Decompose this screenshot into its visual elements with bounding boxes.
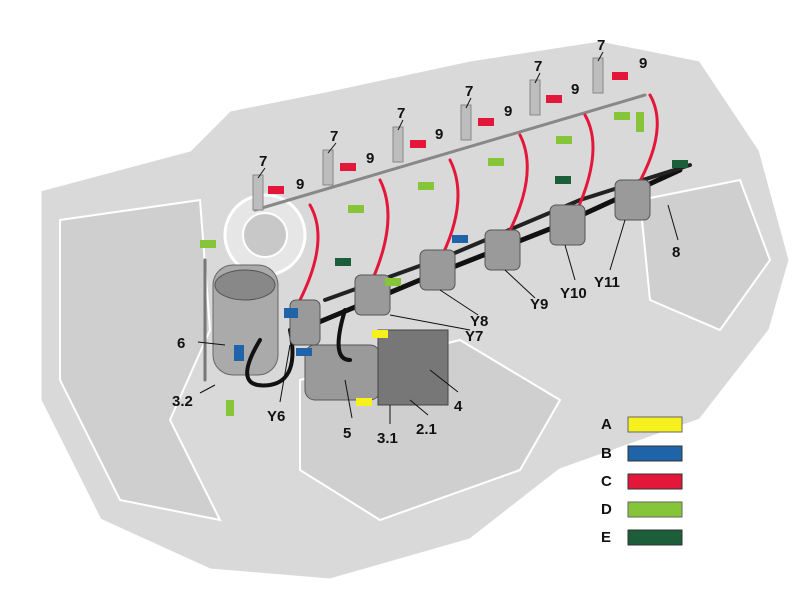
- high-pressure-pump: [304, 329, 449, 406]
- legend-key-c: C: [601, 473, 612, 490]
- callout-8: 8: [672, 244, 680, 261]
- callout-y7: Y7: [465, 328, 483, 345]
- callout-9: 9: [571, 81, 579, 98]
- legend-key-e: E: [601, 529, 611, 546]
- injector: [592, 57, 604, 94]
- callout-9: 9: [435, 126, 443, 143]
- callout-9: 9: [639, 55, 647, 72]
- leader-lines: [197, 51, 679, 424]
- callout-y6: Y6: [267, 408, 285, 425]
- injectors: [252, 57, 604, 211]
- callout-9: 9: [296, 176, 304, 193]
- legend-swatch-d: [627, 501, 683, 518]
- engine-block: [38, 38, 792, 582]
- callout-7: 7: [465, 83, 473, 100]
- callout-7: 7: [330, 128, 338, 145]
- callout-y8: Y8: [470, 313, 488, 330]
- injector: [252, 174, 264, 211]
- callout-labels: 7 7 7 7 7 7 9 9 9 9 9 9 6 3.2 Y6 5 3.1 2…: [172, 37, 680, 447]
- callout-9: 9: [504, 103, 512, 120]
- flow-arrows: [200, 72, 688, 416]
- callout-y11: Y11: [594, 274, 620, 291]
- legend: A B C D E: [601, 416, 683, 546]
- legend-swatch-b: [627, 445, 683, 462]
- callout-4: 4: [454, 398, 463, 415]
- callout-7: 7: [597, 37, 605, 54]
- unit-pumps: [289, 179, 651, 346]
- callout-y9: Y9: [530, 296, 548, 313]
- legend-key-a: A: [601, 416, 612, 433]
- legend-swatch-e: [627, 529, 683, 546]
- callout-7: 7: [534, 58, 542, 75]
- callout-y10: Y10: [560, 285, 587, 302]
- control-unit: [377, 329, 449, 406]
- callout-3-1: 3.1: [377, 430, 398, 447]
- injector: [460, 104, 472, 141]
- callout-7: 7: [259, 153, 267, 170]
- callout-6: 6: [177, 335, 185, 352]
- legend-swatch-a: [627, 416, 683, 433]
- legend-key-b: B: [601, 445, 612, 462]
- fuel-filter: [212, 264, 279, 376]
- injector: [392, 126, 404, 163]
- callout-2-1: 2.1: [416, 421, 437, 438]
- injector: [529, 79, 541, 116]
- callout-3-2: 3.2: [172, 393, 193, 410]
- callout-9: 9: [366, 150, 374, 167]
- callout-7: 7: [397, 105, 405, 122]
- legend-swatch-c: [627, 473, 683, 490]
- callout-5: 5: [343, 425, 351, 442]
- injector: [322, 149, 334, 186]
- legend-key-d: D: [601, 501, 612, 518]
